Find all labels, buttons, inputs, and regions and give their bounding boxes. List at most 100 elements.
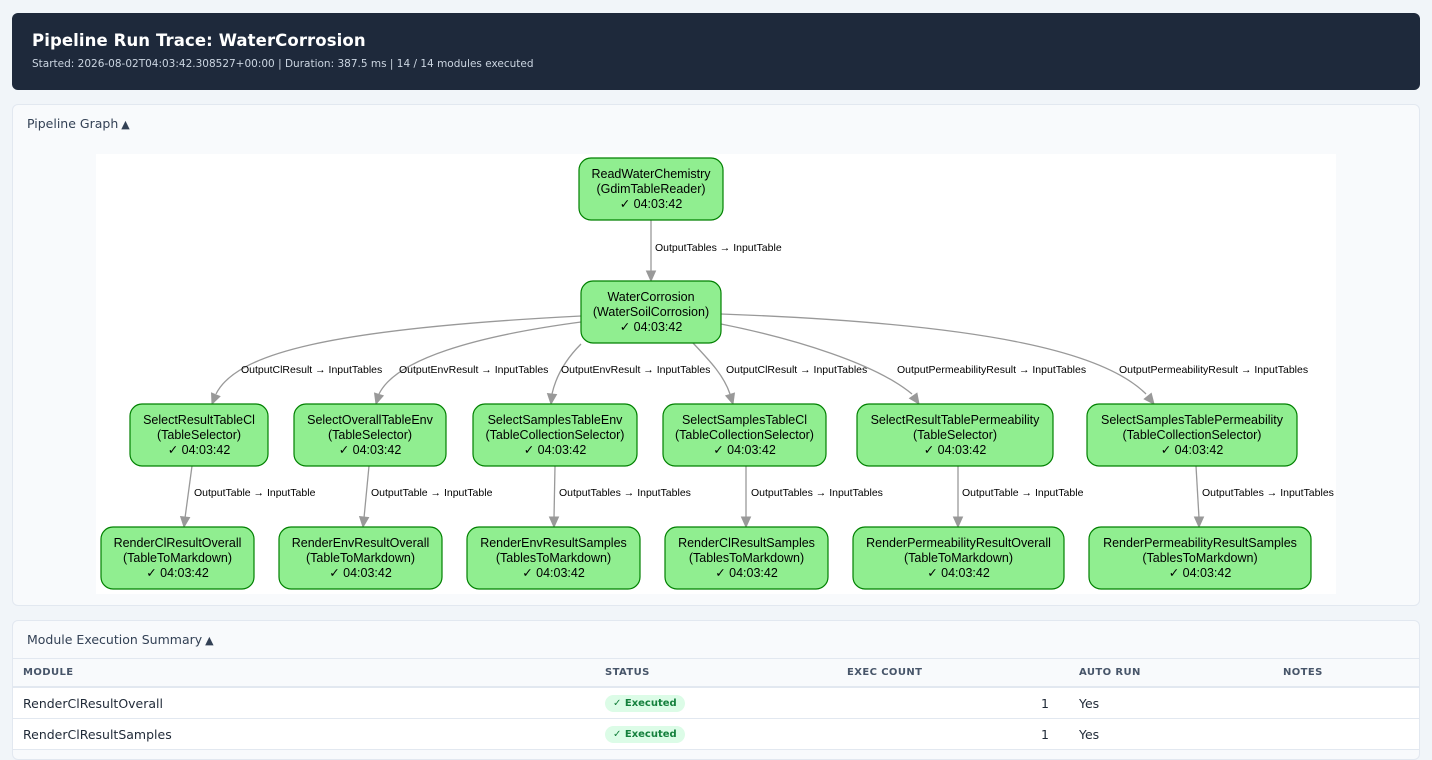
graph-node-RenderPermeabilityResultSamples[interactable]: RenderPermeabilityResultSamples(TablesTo…: [1088, 526, 1312, 590]
node-box[interactable]: [466, 526, 641, 590]
exec-count: 1: [837, 687, 1069, 719]
pipeline-graph-toggle[interactable]: Pipeline Graph▲: [27, 116, 130, 131]
graph-edge-read-corr: OutputTables → InputTable: [645, 220, 782, 283]
modules-executed: 14 / 14 modules executed: [396, 58, 534, 70]
node-type: (GdimTableReader): [596, 182, 705, 196]
status-badge: ✓ Executed: [605, 695, 685, 712]
edge-label: OutputTable → InputTable: [962, 487, 1084, 499]
node-box[interactable]: [580, 280, 722, 344]
node-box[interactable]: [278, 526, 443, 590]
module-summary-panel: Module Execution Summary▲ MODULE STATUS …: [12, 620, 1420, 760]
arrowhead: [1193, 516, 1205, 529]
node-type: (TableCollectionSelector): [675, 428, 814, 442]
graph-edge-s1-r1: OutputTable → InputTable: [179, 465, 316, 529]
edge-label: OutputPermeabilityResult → InputTables: [1119, 364, 1308, 376]
page-title: Pipeline Run Trace: WaterCorrosion: [32, 31, 366, 50]
edge-line: [720, 323, 913, 395]
column-header-notes[interactable]: NOTES: [1273, 658, 1419, 688]
column-header-exec-count[interactable]: EXEC COUNT: [837, 658, 1069, 688]
node-status: ✓ 04:03:42: [620, 320, 683, 334]
node-type: (TableToMarkdown): [123, 551, 232, 565]
node-name: RenderEnvResultSamples: [480, 536, 627, 550]
graph-node-SelectOverallTableEnv[interactable]: SelectOverallTableEnv(TableSelector)✓ 04…: [293, 403, 447, 467]
edge-line: [551, 343, 582, 395]
graph-node-SelectResultTableCl[interactable]: SelectResultTableCl(TableSelector)✓ 04:0…: [129, 403, 269, 467]
node-box[interactable]: [662, 403, 827, 467]
node-status: ✓ 04:03:42: [524, 443, 587, 457]
column-header-module[interactable]: MODULE: [13, 658, 595, 688]
edge-line: [1195, 465, 1200, 519]
edge-label: OutputClResult → InputTables: [726, 364, 867, 376]
graph-node-RenderClResultOverall[interactable]: RenderClResultOverall(TableToMarkdown)✓ …: [100, 526, 255, 590]
node-status: ✓ 04:03:42: [620, 197, 683, 211]
arrowhead: [724, 392, 736, 406]
node-type: (TableToMarkdown): [306, 551, 415, 565]
pipeline-graph-svg: OutputTables → InputTableOutputClResult …: [100, 157, 1334, 590]
arrowhead: [952, 516, 964, 529]
node-type: (TableToMarkdown): [904, 551, 1013, 565]
edge-label: OutputPermeabilityResult → InputTables: [897, 364, 1086, 376]
graph-node-RenderClResultSamples[interactable]: RenderClResultSamples(TablesToMarkdown)✓…: [664, 526, 829, 590]
node-box[interactable]: [852, 526, 1065, 590]
collapse-triangle-icon: ▲: [205, 634, 214, 647]
node-box[interactable]: [1088, 526, 1312, 590]
graph-node-RenderEnvResultOverall[interactable]: RenderEnvResultOverall(TableToMarkdown)✓…: [278, 526, 443, 590]
graph-node-SelectSamplesTablePermeability[interactable]: SelectSamplesTablePermeability(TableColl…: [1086, 403, 1298, 467]
node-type: (TableCollectionSelector): [1123, 428, 1262, 442]
arrowhead: [546, 393, 558, 406]
node-type: (TableCollectionSelector): [486, 428, 625, 442]
graph-node-SelectSamplesTableCl[interactable]: SelectSamplesTableCl(TableCollectionSele…: [662, 403, 827, 467]
node-box[interactable]: [129, 403, 269, 467]
node-name: ReadWaterChemistry: [591, 167, 711, 181]
node-name: RenderEnvResultOverall: [292, 536, 430, 550]
notes: [1273, 687, 1419, 719]
node-box[interactable]: [100, 526, 255, 590]
module-summary-toggle[interactable]: Module Execution Summary▲: [27, 632, 214, 647]
column-header-status[interactable]: STATUS: [595, 658, 837, 688]
table-row[interactable]: RenderClResultSamples ✓ Executed 1 Yes: [13, 718, 1419, 750]
auto-run: Yes: [1069, 718, 1273, 750]
node-name: SelectResultTableCl: [143, 413, 255, 427]
node-box[interactable]: [1086, 403, 1298, 467]
column-header-auto-run[interactable]: AUTO RUN: [1069, 658, 1273, 688]
table-row[interactable]: RenderClResultOverall ✓ Executed 1 Yes: [13, 687, 1419, 719]
edge-label: OutputEnvResult → InputTables: [399, 364, 548, 376]
arrowhead: [645, 270, 657, 283]
node-type: (TablesToMarkdown): [689, 551, 804, 565]
module-summary-table: MODULE STATUS EXEC COUNT AUTO RUN NOTES …: [13, 658, 1419, 750]
node-box[interactable]: [664, 526, 829, 590]
graph-node-RenderPermeabilityResultOverall[interactable]: RenderPermeabilityResultOverall(TableToM…: [852, 526, 1065, 590]
graph-edge-s5-r5: OutputTable → InputTable: [952, 466, 1084, 529]
arrowhead: [740, 516, 752, 529]
edge-line: [692, 342, 731, 395]
started-value: 2026-08-02T04:03:42.308527+00:00: [77, 58, 275, 70]
edge-label: OutputTable → InputTable: [194, 487, 316, 499]
edge-line: [553, 465, 556, 519]
graph-edge-corr-s6: OutputPermeabilityResult → InputTables: [720, 313, 1308, 405]
graph-node-SelectResultTablePermeability[interactable]: SelectResultTablePermeability(TableSelec…: [856, 403, 1054, 467]
graph-edge-s4-r4: OutputTables → InputTables: [740, 466, 883, 529]
node-type: (TableSelector): [913, 428, 997, 442]
node-box[interactable]: [293, 403, 447, 467]
edge-line: [184, 465, 193, 519]
edge-label: OutputTables → InputTables: [559, 487, 691, 499]
graph-node-WaterCorrosion[interactable]: WaterCorrosion(WaterSoilCorrosion)✓ 04:0…: [580, 280, 722, 344]
graph-edge-s3-r3: OutputTables → InputTables: [548, 465, 691, 529]
node-type: (TableSelector): [328, 428, 412, 442]
node-status: ✓ 04:03:42: [146, 566, 209, 580]
node-box[interactable]: [856, 403, 1054, 467]
graph-node-SelectSamplesTableEnv[interactable]: SelectSamplesTableEnv(TableCollectionSel…: [472, 403, 638, 467]
node-box[interactable]: [578, 157, 724, 221]
node-status: ✓ 04:03:42: [522, 566, 585, 580]
graph-node-ReadWaterChemistry[interactable]: ReadWaterChemistry(GdimTableReader)✓ 04:…: [578, 157, 724, 221]
node-box[interactable]: [472, 403, 638, 467]
auto-run: Yes: [1069, 687, 1273, 719]
node-type: (TablesToMarkdown): [496, 551, 611, 565]
run-header: Pipeline Run Trace: WaterCorrosion Start…: [12, 13, 1420, 90]
arrowhead: [548, 516, 560, 529]
graph-edge-s2-r2: OutputTable → InputTable: [358, 465, 493, 529]
graph-node-RenderEnvResultSamples[interactable]: RenderEnvResultSamples(TablesToMarkdown)…: [466, 526, 641, 590]
notes: [1273, 718, 1419, 750]
duration-value: 387.5 ms: [337, 58, 387, 70]
